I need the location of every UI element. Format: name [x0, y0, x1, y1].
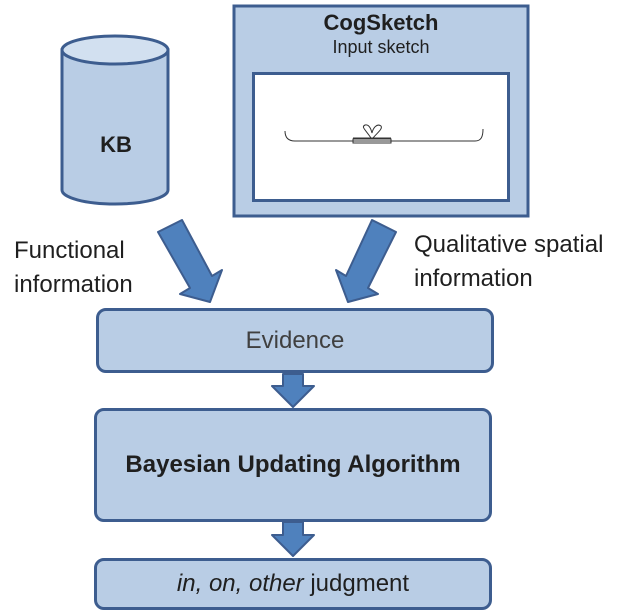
sketch-drawing	[284, 124, 484, 144]
evidence-box: Evidence	[96, 308, 494, 373]
kb-label: KB	[100, 132, 132, 157]
kb-cylinder	[60, 34, 170, 206]
cogsketch-subtitle: Input sketch	[332, 37, 430, 57]
arrow-cogsketch-to-evidence	[335, 219, 397, 303]
algorithm-box: Bayesian Updating Algorithm	[94, 408, 492, 522]
judgment-box: in, on, other judgment	[94, 558, 492, 610]
arrow-algorithm-to-judgment	[271, 521, 315, 557]
arrow-kb-to-evidence	[157, 219, 223, 303]
input-sketch-area	[252, 72, 510, 202]
judgment-rest-label: judgment	[303, 570, 410, 597]
cogsketch-title: CogSketch	[323, 10, 439, 35]
qualitative-label-line1: Qualitative spatial	[414, 231, 604, 258]
judgment-italic-label: in, on, other	[176, 570, 304, 597]
evidence-label: Evidence	[245, 326, 345, 354]
qualitative-label-line2: information	[414, 265, 533, 292]
arrow-evidence-to-algorithm	[271, 373, 315, 408]
algorithm-label: Bayesian Updating Algorithm	[125, 451, 461, 478]
functional-label-line1: Functional	[14, 237, 125, 264]
functional-label-line2: information	[14, 271, 133, 298]
